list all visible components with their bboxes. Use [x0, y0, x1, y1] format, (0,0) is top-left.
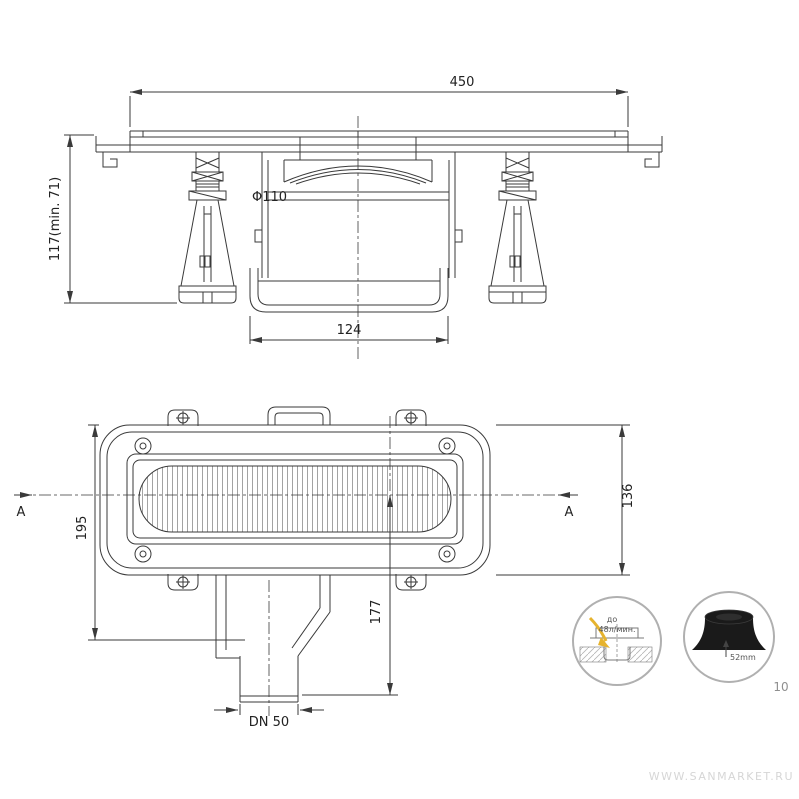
- seal-size-label: 52mm: [730, 653, 756, 662]
- watermark: WWW.SANMARKET.RU: [649, 770, 794, 783]
- detail-seal: 52mm: [683, 591, 775, 683]
- trap-bowl: [249, 268, 449, 313]
- dimension-117: [64, 134, 177, 304]
- flow-label-line1: до: [607, 615, 618, 624]
- dim-177-label: 177: [369, 600, 384, 625]
- dim-195-label: 195: [75, 516, 90, 541]
- section-view: [64, 89, 663, 362]
- corner-bosses: [134, 437, 456, 563]
- hanger-brackets: [195, 152, 530, 172]
- page-number: 10: [773, 680, 788, 694]
- detail-flow-rate: до 48л/мин.: [572, 596, 662, 686]
- flow-arrow-icon: [588, 616, 610, 648]
- dimension-195: [88, 424, 245, 641]
- section-letter-right: A: [565, 505, 574, 520]
- trap-body: [254, 152, 463, 278]
- right-foot: [488, 171, 547, 304]
- plan-body: [99, 424, 491, 576]
- outlet-pipe: [215, 575, 331, 703]
- dimension-dn50: [214, 704, 324, 715]
- section-view-labels: 450 117(min. 71) Φ110 124: [48, 75, 474, 338]
- dim-124-label: 124: [337, 323, 362, 338]
- flow-label-line2: 48л/мин.: [599, 625, 636, 634]
- dim-diameter-label: Φ110: [252, 190, 287, 205]
- plan-view: [14, 406, 630, 716]
- channel-flange: [95, 130, 663, 168]
- seal-dimension: [723, 640, 729, 657]
- dimension-177: [302, 495, 398, 696]
- seal-image: [692, 609, 766, 650]
- top-outlet-boss: [267, 406, 331, 425]
- mounting-tabs: [167, 409, 427, 591]
- dim-450-label: 450: [450, 75, 475, 90]
- dim-136-label: 136: [621, 484, 636, 509]
- plan-view-labels: 195 136 177 DN 50 A A: [17, 484, 636, 730]
- dim-dn50-label: DN 50: [249, 715, 289, 730]
- dim-117-label: 117(min. 71): [48, 177, 63, 261]
- dimension-124: [249, 316, 449, 344]
- section-letter-left: A: [17, 505, 26, 520]
- left-foot: [178, 171, 237, 304]
- dimension-450: [129, 89, 629, 127]
- dimension-136: [496, 424, 630, 576]
